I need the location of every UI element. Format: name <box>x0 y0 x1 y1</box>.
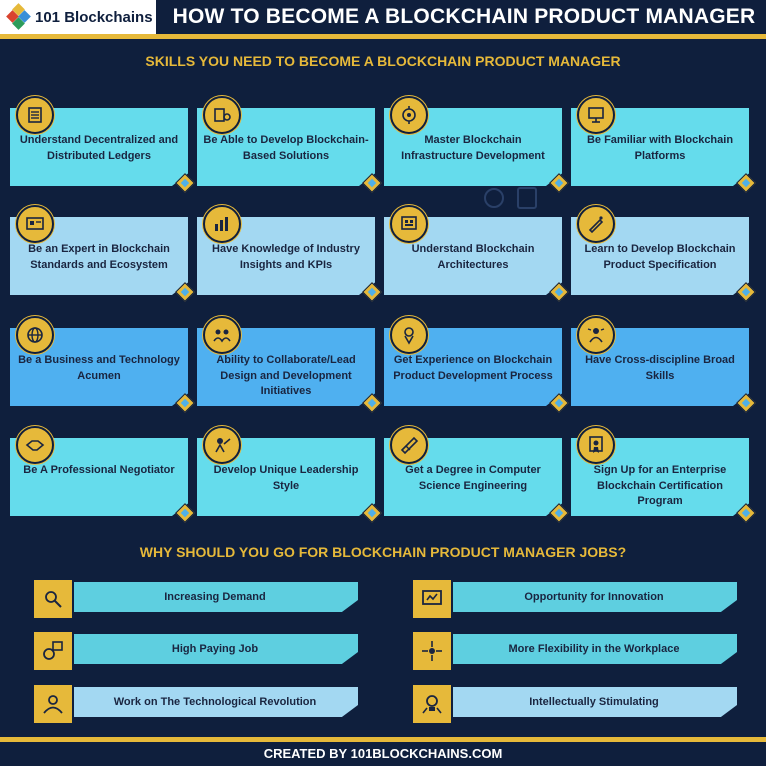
demand-icon <box>32 578 74 620</box>
skill-card: Get a Degree in Computer Science Enginee… <box>384 426 569 523</box>
header: 101 Blockchains HOW TO BECOME A BLOCKCHA… <box>0 0 766 34</box>
reason-label: Work on The Technological Revolution <box>113 696 317 708</box>
skill-card: Be Familiar with Blockchain Platforms <box>571 96 756 193</box>
globe-icon <box>16 316 54 354</box>
reason-item: High Paying Job <box>32 630 358 672</box>
skill-card: Learn to Develop Blockchain Product Spec… <box>571 205 756 302</box>
process-icon <box>390 316 428 354</box>
reason-panel <box>36 687 358 717</box>
skill-card: Get Experience on Blockchain Product Dev… <box>384 316 569 413</box>
kpi-icon <box>203 205 241 243</box>
reason-panel <box>415 582 737 612</box>
skill-card: Ability to Collaborate/Lead Design and D… <box>197 316 382 413</box>
reason-panel <box>36 634 358 664</box>
reason-label: Opportunity for Innovation <box>524 591 664 603</box>
skill-card-label: Be A Professional Negotiator <box>23 464 175 476</box>
footer-credit: CREATED BY 101BLOCKCHAINS.COM <box>263 746 503 761</box>
reason-item: Intellectually Stimulating <box>411 683 737 725</box>
skills-section-title: SKILLS YOU NEED TO BECOME A BLOCKCHAIN P… <box>145 53 621 69</box>
skill-card: Have Knowledge of Industry Insights and … <box>197 205 382 302</box>
skill-card: Sign Up for an Enterprise Blockchain Cer… <box>571 426 756 523</box>
reason-panel <box>415 634 737 664</box>
reason-label: More Flexibility in the Workplace <box>508 643 680 655</box>
reasons-section-title: WHY SHOULD YOU GO FOR BLOCKCHAIN PRODUCT… <box>139 544 627 560</box>
skill-card: Be an Expert in Blockchain Standards and… <box>10 205 195 302</box>
logo-cubes-icon <box>6 3 32 30</box>
architecture-icon <box>390 205 428 243</box>
revolution-icon <box>32 683 74 725</box>
leadership-icon <box>203 426 241 464</box>
decorative-faint-icons <box>484 187 537 209</box>
footer-divider <box>0 737 766 742</box>
idea-icon <box>411 683 453 725</box>
skill-card-label: Master Blockchain Infrastructure Develop… <box>401 134 545 162</box>
skill-card: Be Able to Develop Blockchain-Based Solu… <box>197 96 382 193</box>
page-title: HOW TO BECOME A BLOCKCHAIN PRODUCT MANAG… <box>172 5 756 28</box>
skill-card: Be a Business and Technology Acumen <box>10 316 195 413</box>
skill-card: Be A Professional Negotiator <box>10 426 195 523</box>
standards-icon <box>16 205 54 243</box>
skill-card-label: Understand Decentralized and Distributed… <box>19 134 179 162</box>
skill-card-label: Understand Blockchain Architectures <box>411 243 535 271</box>
skill-card: Develop Unique Leadership Style <box>197 426 382 523</box>
certificate-icon <box>577 426 615 464</box>
skill-card-label: Be a Business and Technology Acumen <box>18 354 180 382</box>
skill-card: Master Blockchain Infrastructure Develop… <box>384 96 569 193</box>
skill-card-label: Ability to Collaborate/Lead Design and D… <box>216 354 356 397</box>
solutions-icon <box>203 96 241 134</box>
skill-card-label: Be an Expert in Blockchain Standards and… <box>28 243 170 271</box>
handshake-icon <box>16 426 54 464</box>
innovation-icon <box>411 578 453 620</box>
team-icon <box>203 316 241 354</box>
reason-item: More Flexibility in the Workplace <box>411 630 737 672</box>
salary-icon <box>32 630 74 672</box>
reason-item: Opportunity for Innovation <box>411 578 737 620</box>
skill-card-label: Sign Up for an Enterprise Blockchain Cer… <box>593 464 727 507</box>
skill-card-label: Be Able to Develop Blockchain-Based Solu… <box>203 134 369 162</box>
ledger-icon <box>16 96 54 134</box>
skill-card-label: Get Experience on Blockchain Product Dev… <box>393 354 553 382</box>
degree-icon <box>390 426 428 464</box>
skill-card-label: Learn to Develop Blockchain Product Spec… <box>584 243 736 271</box>
reason-panel <box>36 582 358 612</box>
brand-logo[interactable]: 101 Blockchains <box>0 0 156 34</box>
specification-icon <box>577 205 615 243</box>
reason-label: Increasing Demand <box>164 591 266 603</box>
skill-card-label: Be Familiar with Blockchain Platforms <box>586 134 734 162</box>
skill-card-label: Develop Unique Leadership Style <box>213 464 359 492</box>
header-divider <box>0 34 766 39</box>
skills-icon <box>577 316 615 354</box>
skill-card-label: Have Cross-discipline Broad Skills <box>585 354 735 382</box>
infrastructure-icon <box>390 96 428 134</box>
skill-card: Understand Decentralized and Distributed… <box>10 96 195 193</box>
flexibility-icon <box>411 630 453 672</box>
reason-item: Increasing Demand <box>32 578 358 620</box>
reason-panel <box>415 687 737 717</box>
skill-card-label: Get a Degree in Computer Science Enginee… <box>405 464 541 492</box>
skill-card: Have Cross-discipline Broad Skills <box>571 316 756 413</box>
skill-card-label: Have Knowledge of Industry Insights and … <box>212 243 360 271</box>
platforms-icon <box>577 96 615 134</box>
reason-label: High Paying Job <box>171 643 259 655</box>
logo-text: 101 Blockchains <box>35 8 153 26</box>
skill-card: Understand Blockchain Architectures <box>384 205 569 302</box>
reason-label: Intellectually Stimulating <box>529 696 659 708</box>
reason-item: Work on The Technological Revolution <box>32 683 358 725</box>
